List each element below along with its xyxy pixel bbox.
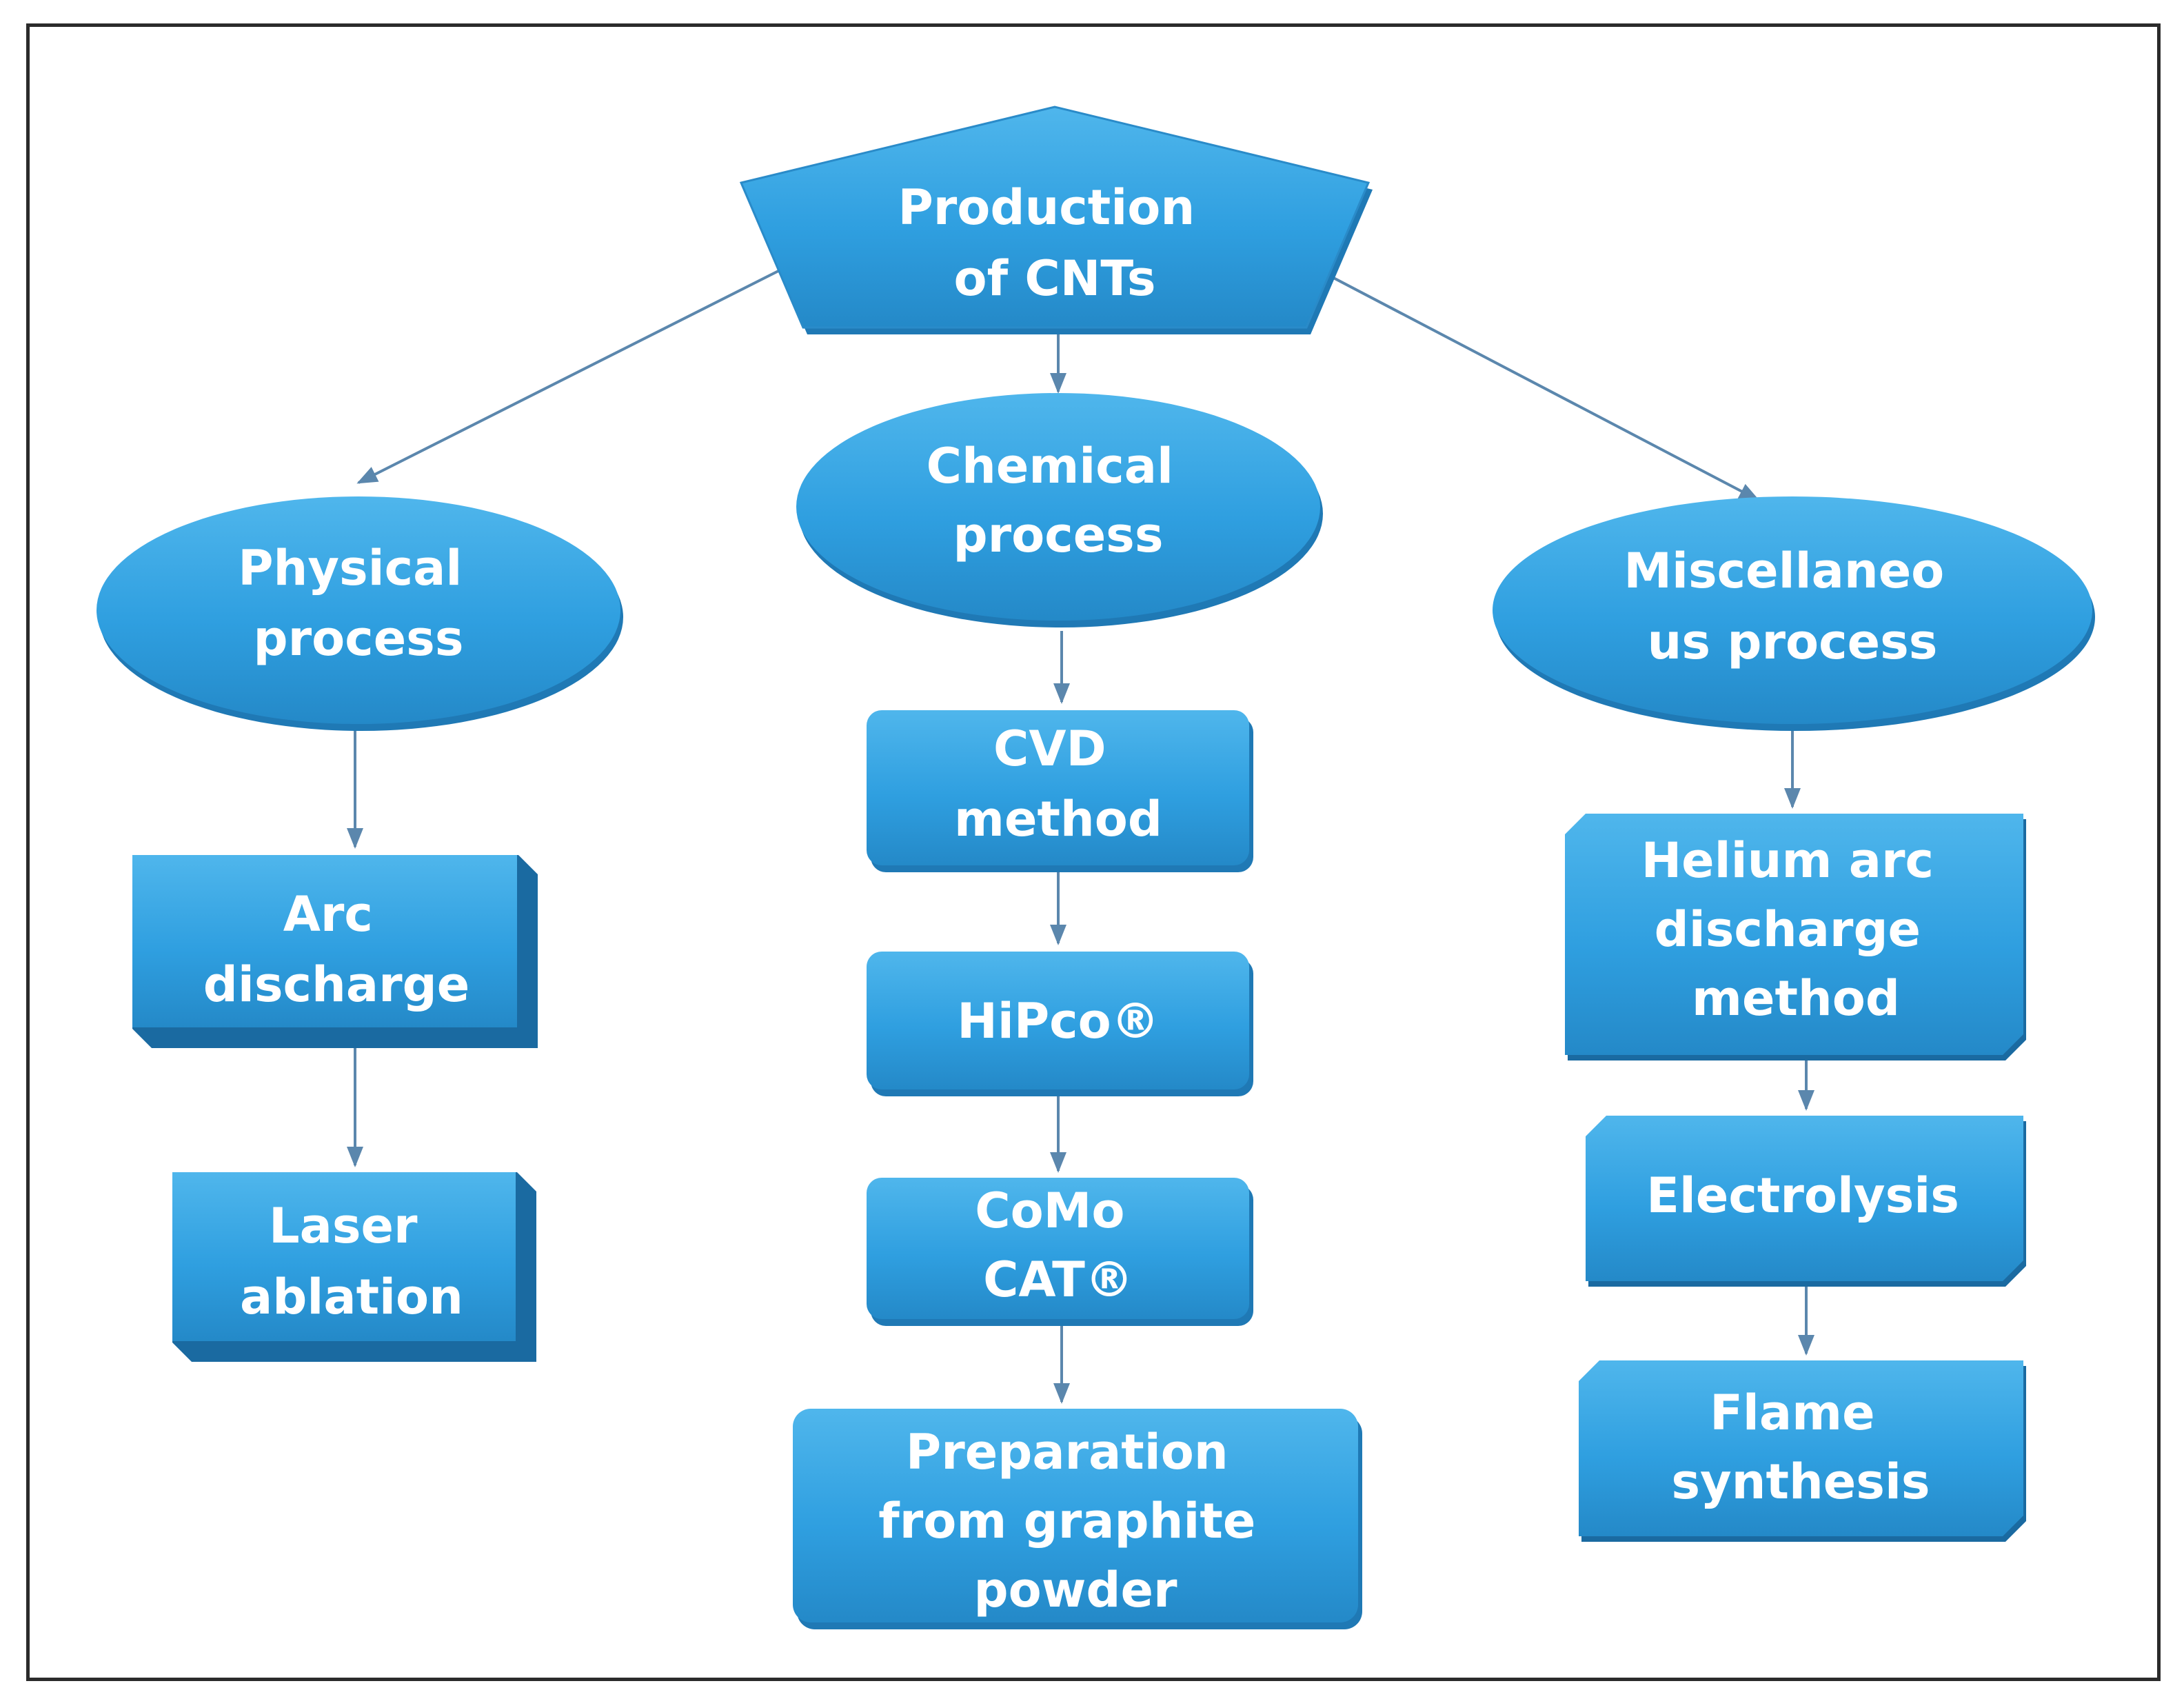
connector-root-misc <box>1309 264 1760 501</box>
connectors <box>347 264 1814 1404</box>
category-misc: Miscellaneo us process <box>1493 496 2095 731</box>
category-physical-label: Physical process <box>238 540 479 667</box>
connector-root-physical <box>356 268 783 484</box>
method-helium-arc: Helium arc discharge method <box>1565 814 2026 1060</box>
method-laser-ablation-label: Laser ablation <box>240 1198 463 1325</box>
method-flame-synthesis-label: Flame synthesis <box>1671 1385 1930 1510</box>
category-misc-label: Miscellaneo us process <box>1624 543 1961 670</box>
method-laser-ablation: Laser ablation <box>172 1172 536 1362</box>
method-arc-discharge-label: Arc discharge <box>203 886 469 1013</box>
method-electrolysis: Electrolysis <box>1586 1116 2026 1287</box>
method-flame-synthesis: Flame synthesis <box>1579 1360 2026 1542</box>
method-helium-arc-label: Helium arc discharge method <box>1641 832 1951 1027</box>
method-hipco: HiPco® <box>867 952 1253 1096</box>
root-node: Production of CNTs <box>739 105 1373 334</box>
method-como-cat: CoMo CAT® <box>867 1178 1253 1326</box>
method-graphite-powder: Preparation from graphite powder <box>793 1409 1362 1629</box>
method-graphite-powder-label: Preparation from graphite powder <box>878 1424 1273 1618</box>
method-arc-discharge: Arc discharge <box>132 855 538 1048</box>
category-chemical-label: Chemical process <box>927 438 1191 563</box>
method-como-cat-label: CoMo CAT® <box>975 1183 1142 1308</box>
method-electrolysis-label: Electrolysis <box>1646 1167 1959 1224</box>
method-hipco-label: HiPco® <box>957 993 1159 1049</box>
category-physical: Physical process <box>97 496 623 731</box>
method-cvd-label: CVD method <box>954 721 1162 847</box>
method-cvd: CVD method <box>867 710 1253 872</box>
category-chemical: Chemical process <box>796 393 1323 627</box>
root-label: Production of CNTs <box>898 179 1211 307</box>
